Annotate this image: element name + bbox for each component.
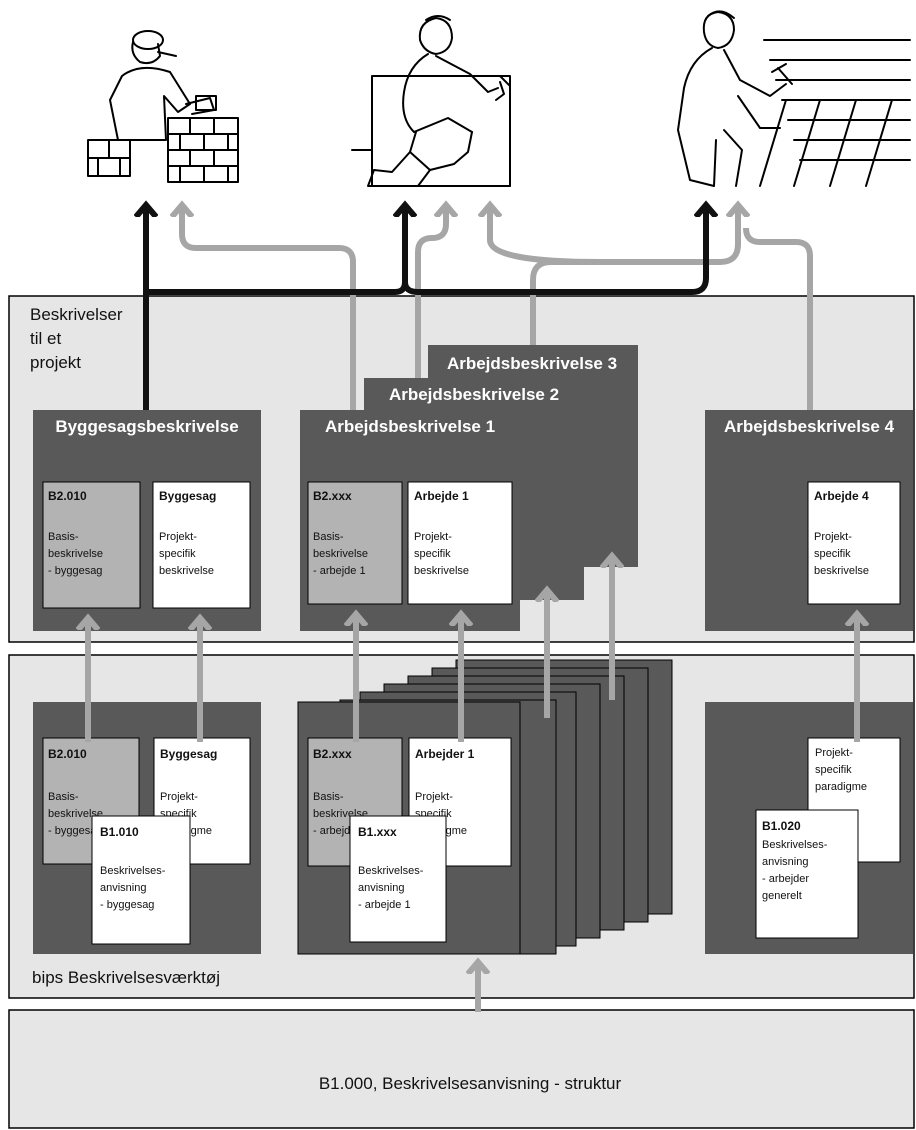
svg-text:Beskrivelses- anvisning: Beskrivelses- anvisning - arbejde 1: [358, 865, 426, 911]
svg-text:Arbejdsbeskrivelse 4: Arbejdsbeskrivelse 4: [724, 417, 895, 436]
svg-text:Projekt- specifik: Projekt- specifik beskrivelse: [414, 531, 469, 577]
svg-text:Beskrivelses- anvisning: Beskrivelses- anvisning - byggesag: [100, 865, 168, 911]
arb1-projekt-card: [407, 481, 513, 605]
gray-arrow-arb3-to-kneeling: [490, 205, 601, 265]
arbejdsbeskrivelse-1-box: Arbejdsbeskrivelse 1 B2.xxx Basis- beskr…: [300, 410, 520, 631]
svg-text:B2.010: B2.010: [48, 489, 87, 503]
carpenter-illustration: [677, 10, 911, 187]
tool-region-label: bips Beskrivelsesværktøj: [32, 968, 220, 987]
tool-arb-anvisning-card: [349, 815, 447, 943]
svg-text:Arbejdsbeskrivelse 2: Arbejdsbeskrivelse 2: [389, 385, 559, 404]
tool-generelt-box: Projekt- specifik paradigme B1.020 Beskr…: [705, 702, 913, 954]
arbejdsbeskrivelse-4-box: Arbejdsbeskrivelse 4 Arbejde 4 Projekt- …: [705, 410, 913, 631]
svg-text:B2.xxx: B2.xxx: [313, 747, 352, 761]
svg-text:Arbejde 4: Arbejde 4: [814, 489, 869, 503]
arb1-basis-card: [307, 481, 403, 605]
project-region-label: Beskrivelser til et projekt: [30, 305, 127, 372]
svg-text:Arbejdsbeskrivelse 3: Arbejdsbeskrivelse 3: [447, 354, 617, 373]
svg-text:Basis- beskrivelse: Basis- beskrivelse - byggesag: [48, 531, 106, 577]
gray-arrow-arb1-to-kneeling: [415, 205, 446, 410]
tool-generelt-anvisning-card: [755, 809, 859, 939]
byggesag-projekt-card: [152, 481, 251, 609]
svg-text:Projekt- specifik: Projekt- specifik beskrivelse: [159, 531, 214, 577]
svg-text:Arbejdsbeskrivelse 1: Arbejdsbeskrivelse 1: [325, 417, 495, 436]
arb4-projekt-card: [807, 481, 901, 605]
svg-text:Byggesagsbeskrivelse: Byggesagsbeskrivelse: [55, 417, 238, 436]
svg-text:Byggesag: Byggesag: [159, 489, 216, 503]
svg-text:B2.xxx: B2.xxx: [313, 489, 352, 503]
svg-text:Basis- beskrivelse: Basis- beskrivelse - byggesag: [48, 791, 106, 837]
gray-arrow-arb3-to-carpenter: [530, 205, 738, 345]
tool-arbejde-box: B2.xxx Basis- beskrivelse - arbejde 1 Ar…: [297, 701, 521, 955]
structure-region: [8, 1009, 915, 1129]
svg-text:B1.010: B1.010: [100, 825, 139, 839]
svg-text:Projekt- specifik: Projekt- specifik paradigme: [815, 747, 867, 793]
black-arrow-byggesag-to-carpenter-line: [402, 205, 706, 295]
tool-byggesag-anvisning-card: [91, 815, 191, 945]
svg-text:Projekt- specifik: Projekt- specifik beskrivelse: [814, 531, 869, 577]
tool-byggesag-box: B2.010 Basis- beskrivelse - byggesag Byg…: [33, 702, 261, 954]
byggesagsbeskrivelse-box: Byggesagsbeskrivelse B2.010 Basis- beskr…: [33, 410, 261, 631]
structure-region-label: B1.000, Beskrivelsesanvisning - struktur: [319, 1074, 622, 1093]
gray-arrow-arb1-to-bricklayer: [182, 205, 356, 410]
svg-text:B1.xxx: B1.xxx: [358, 825, 397, 839]
top-arrows: [146, 205, 813, 410]
svg-text:Beskrivelses- anvisning: Beskrivelses- anvisning - arbejder gener…: [762, 839, 830, 902]
svg-text:Byggesag: Byggesag: [160, 747, 217, 761]
upward-arrows: [88, 614, 857, 1012]
bricklayer-illustration: [87, 30, 239, 183]
gray-arrow-arb4-to-carpenter: [743, 227, 813, 410]
kneeling-worker-illustration: [351, 15, 511, 187]
svg-text:B2.010: B2.010: [48, 747, 87, 761]
svg-text:Arbejder 1: Arbejder 1: [415, 747, 475, 761]
byggesag-basis-card: [42, 481, 141, 609]
svg-text:Basis- beskrivelse: Basis- beskrivelse - arbejde 1: [313, 531, 371, 577]
svg-text:B1.020: B1.020: [762, 819, 801, 833]
svg-text:Arbejde 1: Arbejde 1: [414, 489, 469, 503]
